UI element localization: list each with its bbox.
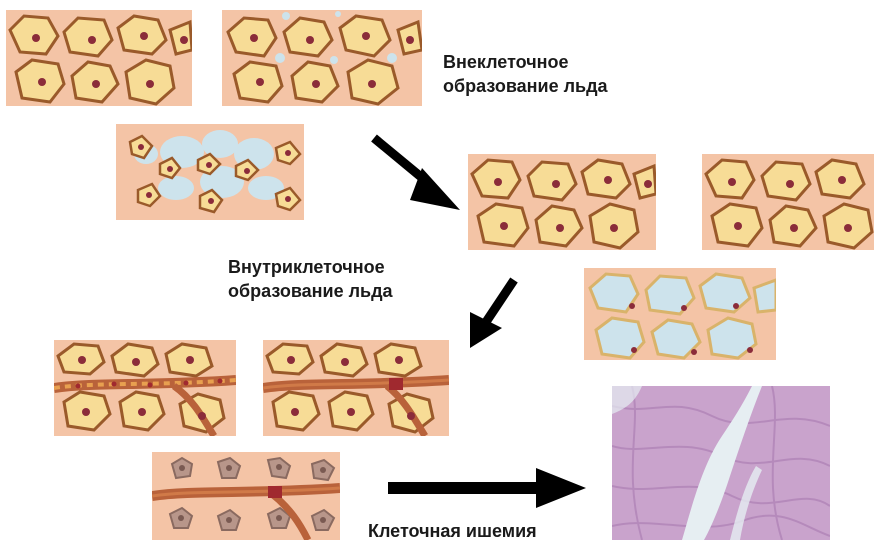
panel-normal-tissue-1 [6, 10, 192, 106]
panel-vessel-clot [263, 340, 449, 436]
panel-intracellular-ice-tissue [584, 268, 776, 360]
arrow-right-icon [388, 466, 588, 510]
panel-normal-tissue-2 [468, 154, 656, 250]
panel-ischemic-tissue [152, 452, 340, 540]
label-cell-ischemia: Клеточная ишемия [368, 519, 608, 543]
label-extracellular-ice: Внеклеточное образование льда [443, 50, 663, 98]
panel-early-ice-tissue [222, 10, 422, 106]
label-intracellular-line2: образование льда [228, 279, 448, 303]
label-intracellular-ice: Внутриклеточное образование льда [228, 255, 448, 303]
label-intracellular-line1: Внутриклеточное [228, 255, 448, 279]
label-extracellular-line2: образование льда [443, 74, 663, 98]
arrow-down-left-icon [466, 276, 522, 350]
panel-extracellular-ice-tissue [116, 124, 304, 220]
arrow-down-right-icon [366, 130, 466, 216]
panel-normal-tissue-3 [702, 154, 874, 250]
panel-vessel-blood-flow [54, 340, 236, 436]
label-extracellular-line1: Внеклеточное [443, 50, 663, 74]
histology-image [612, 386, 830, 540]
